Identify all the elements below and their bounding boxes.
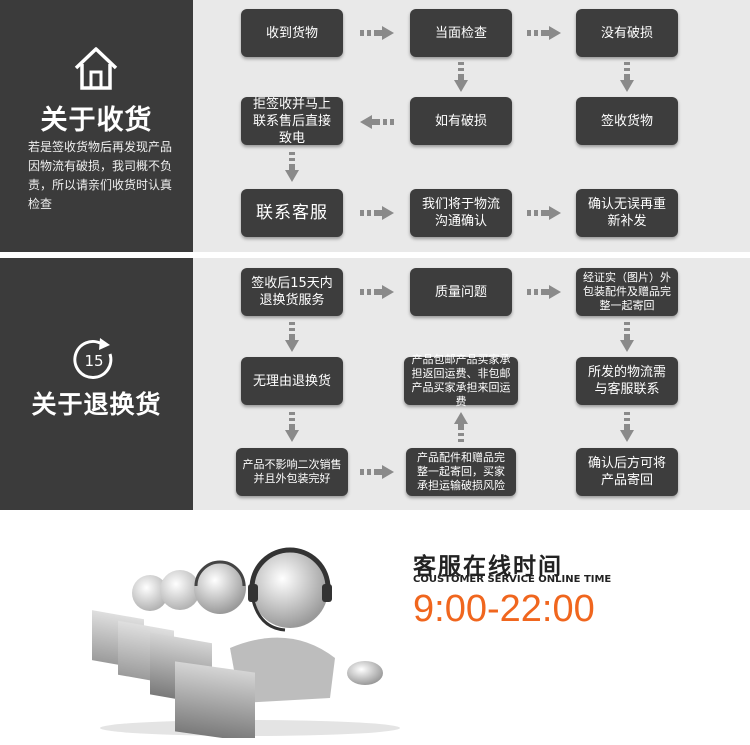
call-center-agents-illustration [92, 547, 400, 738]
box-inspect: 当面检查 [410, 9, 512, 57]
arrow-right-icon [360, 465, 394, 479]
box-quality: 质量问题 [410, 268, 512, 316]
fifteen-day-cycle-icon: 15 [73, 338, 113, 379]
box-contact: 联系客服 [241, 189, 343, 237]
box-confirm-send: 确认后方可将产品寄回 [576, 448, 678, 496]
arrow-down-icon [285, 322, 299, 352]
box-unaffected: 产品不影响二次销售并且外包装完好 [236, 448, 348, 496]
box-no-reason: 无理由退换货 [241, 357, 343, 405]
house-icon [74, 47, 118, 90]
arrow-right-icon [527, 26, 561, 40]
return-side-panel: 15 关于退换货 [0, 258, 193, 510]
arrow-left-icon [360, 115, 394, 129]
return-title: 关于退换货 [31, 390, 162, 419]
receive-section: 关于收货 若是签收货物后再发现产品因物流有破损，我司概不负责，所以请亲们收货时认… [0, 0, 750, 252]
receive-title: 关于收货 [40, 105, 153, 136]
return-section: 15 关于退换货 签收后15天内退换货服务 质量问题 经证实（图片）外包装配件及… [0, 258, 750, 510]
arrow-right-icon [360, 26, 394, 40]
arrow-down-icon [285, 412, 299, 442]
box-no-damage: 没有破损 [576, 9, 678, 57]
arrow-up-icon [454, 412, 468, 442]
box-shipping-fee: 产品包邮产品买家承担返回运费、非包邮产品买家承担来回运费 [404, 353, 518, 408]
arrow-right-icon [527, 285, 561, 299]
box-sign: 签收货物 [576, 97, 678, 145]
arrow-down-icon [285, 152, 299, 182]
arrow-right-icon [527, 206, 561, 220]
box-confirm-logistics: 我们将于物流沟通确认 [410, 189, 512, 237]
box-logistics-contact: 所发的物流需与客服联系 [576, 357, 678, 405]
service-hours: 9:00-22:00 [413, 588, 595, 630]
box-verified: 经证实（图片）外包装配件及赠品完整一起寄回 [576, 268, 678, 316]
box-within-15-days: 签收后15天内退换货服务 [241, 268, 343, 316]
customer-service-banner: 客服在线时间 COUSTOMER SERVICE ONLINE TIME 9:0… [0, 510, 750, 745]
box-received: 收到货物 [241, 9, 343, 57]
arrow-down-icon [620, 412, 634, 442]
receive-side-panel: 关于收货 若是签收货物后再发现产品因物流有破损，我司概不负责，所以请亲们收货时认… [0, 0, 193, 252]
box-resend: 确认无误再重新补发 [576, 189, 678, 237]
arrow-down-icon [620, 322, 634, 352]
box-refuse: 拒签收并马上联系售后直接致电 [241, 97, 343, 146]
arrow-down-icon [620, 62, 634, 92]
fifteen-badge-text: 15 [84, 352, 103, 370]
section-divider [0, 252, 750, 258]
service-title: 客服在线时间 [413, 554, 563, 580]
arrow-down-icon [454, 62, 468, 92]
service-subtitle: COUSTOMER SERVICE ONLINE TIME [413, 574, 612, 585]
receive-description: 若是签收货物后再发现产品因物流有破损，我司概不负责，所以请亲们收货时认真检查 [28, 140, 173, 211]
box-accessories: 产品配件和赠品完整一起寄回，买家承担运输破损风险 [406, 448, 516, 496]
arrow-right-icon [360, 285, 394, 299]
box-damaged: 如有破损 [410, 97, 512, 145]
arrow-right-icon [360, 206, 394, 220]
